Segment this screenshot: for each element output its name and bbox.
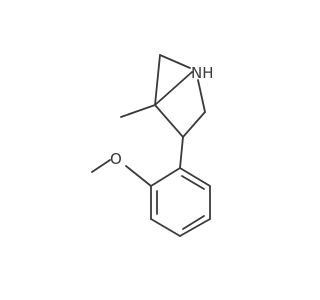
bond-oxygen-methyl (91, 159, 111, 173)
bond-ring-c5-c4 (182, 111, 206, 138)
molecule-canvas: NH O (91, 54, 214, 237)
bond-ring-c2-n-top (159, 54, 191, 69)
bond-aryl-oxygen (125, 165, 152, 187)
bond-benzene-6 (179, 167, 211, 187)
bond-benzene-4 (179, 218, 211, 237)
bond-benzene-3 (150, 218, 181, 237)
bond-ring-c3-c2 (154, 54, 161, 106)
bond-c4-aryl (179, 136, 184, 169)
bond-ring-n-c5 (197, 79, 206, 113)
bond-ring-c4-c3 (154, 104, 184, 138)
bond-benzene-inner-3 (182, 215, 205, 230)
bond-methyl (120, 104, 156, 118)
bond-benzene-inner-1 (181, 175, 205, 190)
bond-ring-c2-n (154, 71, 193, 106)
atom-label-nh: NH (191, 64, 214, 82)
atom-label-o: O (110, 150, 122, 168)
structure-diagram: NH O (91, 54, 214, 237)
bond-benzene-1 (150, 167, 181, 187)
